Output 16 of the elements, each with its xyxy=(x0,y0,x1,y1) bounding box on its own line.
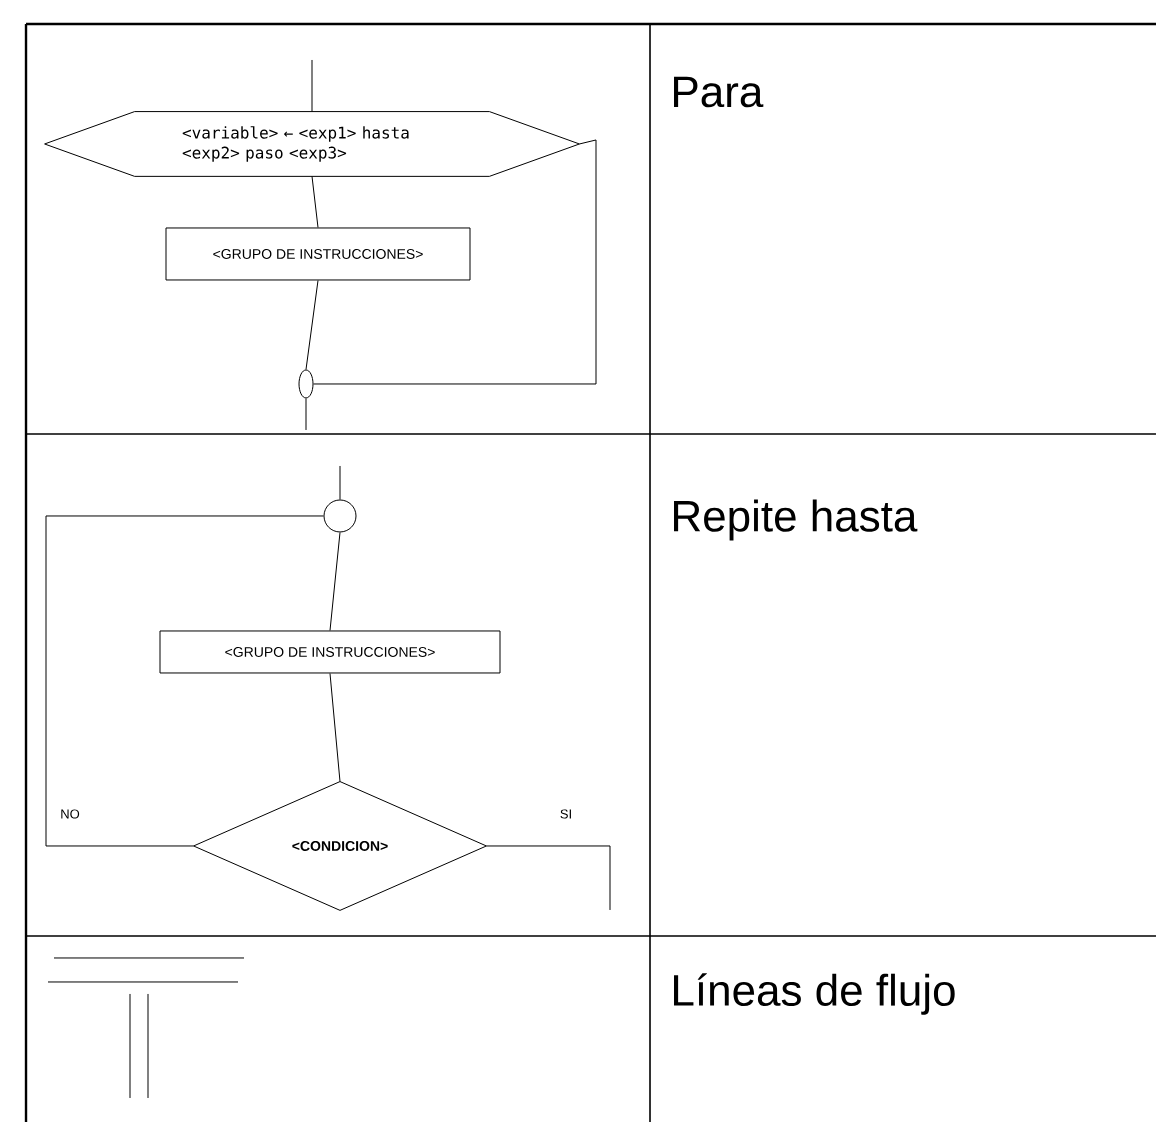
connector-line xyxy=(311,175,319,228)
connector-line xyxy=(311,59,313,113)
connector-line xyxy=(339,465,341,500)
connector-line xyxy=(485,845,611,911)
connector-line xyxy=(305,279,319,370)
connector-ellipse xyxy=(298,369,314,399)
cell-text: Para xyxy=(674,76,764,108)
cell-text: Repite hasta xyxy=(674,499,918,541)
connector-line xyxy=(329,672,341,783)
cell-text: Líneas de flujo xyxy=(674,973,955,1015)
connector-line xyxy=(305,397,307,431)
connector-line xyxy=(329,531,341,631)
connector-circle xyxy=(323,499,357,533)
connector-line xyxy=(313,139,597,385)
connector-line xyxy=(45,515,324,847)
loop-hexagon: <variable> ← <exp1> hasta <exp2> paso <exp3> xyxy=(44,111,580,177)
